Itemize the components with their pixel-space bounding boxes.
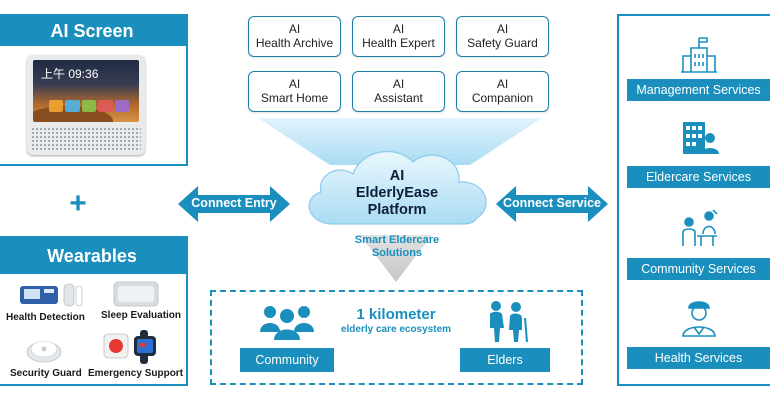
connect-entry-arrow: Connect Entry (178, 184, 290, 224)
services-panel (617, 14, 770, 386)
platform-label: AI ElderlyEase Platform (355, 168, 439, 218)
community-button[interactable]: Community (240, 348, 334, 372)
double-arrow-icon (496, 186, 608, 222)
service-community[interactable]: Community Services (627, 258, 770, 280)
wearables-title: Wearables (0, 238, 186, 274)
service-management[interactable]: Management Services (627, 79, 770, 101)
plus-sign: + (69, 187, 87, 220)
wearable-label-security-guard: Security Guard (10, 368, 82, 379)
ecosystem-title: 1 kilometer (356, 306, 436, 323)
module-ai-safety-guard[interactable]: AI Safety Guard (456, 16, 549, 57)
emergency-button-watch-icon (103, 330, 156, 364)
elders-button[interactable]: Elders (460, 348, 550, 372)
service-eldercare[interactable]: Eldercare Services (627, 166, 770, 188)
ecosystem-subtitle: elderly care ecosystem (340, 324, 452, 335)
device-app-row (49, 100, 130, 112)
wearables-panel: Wearables (0, 236, 188, 386)
community-activity-icon (682, 209, 718, 246)
caregiver-building-icon (683, 122, 719, 154)
community-people-icon (260, 306, 314, 340)
module-ai-companion[interactable]: AI Companion (456, 71, 549, 112)
sleep-sensor-pad-icon (113, 281, 159, 307)
blood-pressure-monitor-icon (20, 283, 83, 307)
platform-cloud-icon (308, 150, 487, 225)
ecosystem-box (210, 290, 583, 385)
module-ai-health-expert[interactable]: AI Health Expert (352, 16, 445, 57)
module-ai-assistant[interactable]: AI Assistant (352, 71, 445, 112)
service-health[interactable]: Health Services (627, 347, 770, 369)
double-arrow-icon (178, 186, 290, 222)
speaker-grille (31, 127, 141, 151)
government-building-icon (681, 37, 717, 73)
module-ai-smart-home[interactable]: AI Smart Home (248, 71, 341, 112)
device-screen: 上午 09:36 (33, 60, 139, 122)
smart-display-device: 上午 09:36 (27, 55, 145, 155)
module-ai-health-archive[interactable]: AI Health Archive (248, 16, 341, 57)
smart-eldercare-solutions-label: Smart Eldercare Solutions (354, 234, 440, 259)
wearable-label-sleep-evaluation: Sleep Evaluation (101, 310, 182, 321)
wearable-label-health-detection: Health Detection (6, 312, 85, 323)
wearable-label-emergency-support: Emergency Support (88, 368, 184, 379)
connect-service-arrow: Connect Service (496, 184, 608, 224)
doctor-icon (682, 301, 716, 337)
smoke-detector-icon (26, 340, 62, 363)
elders-icon (490, 301, 528, 343)
device-time: 上午 09:36 (41, 67, 99, 81)
ai-screen-title: AI Screen (0, 16, 186, 46)
